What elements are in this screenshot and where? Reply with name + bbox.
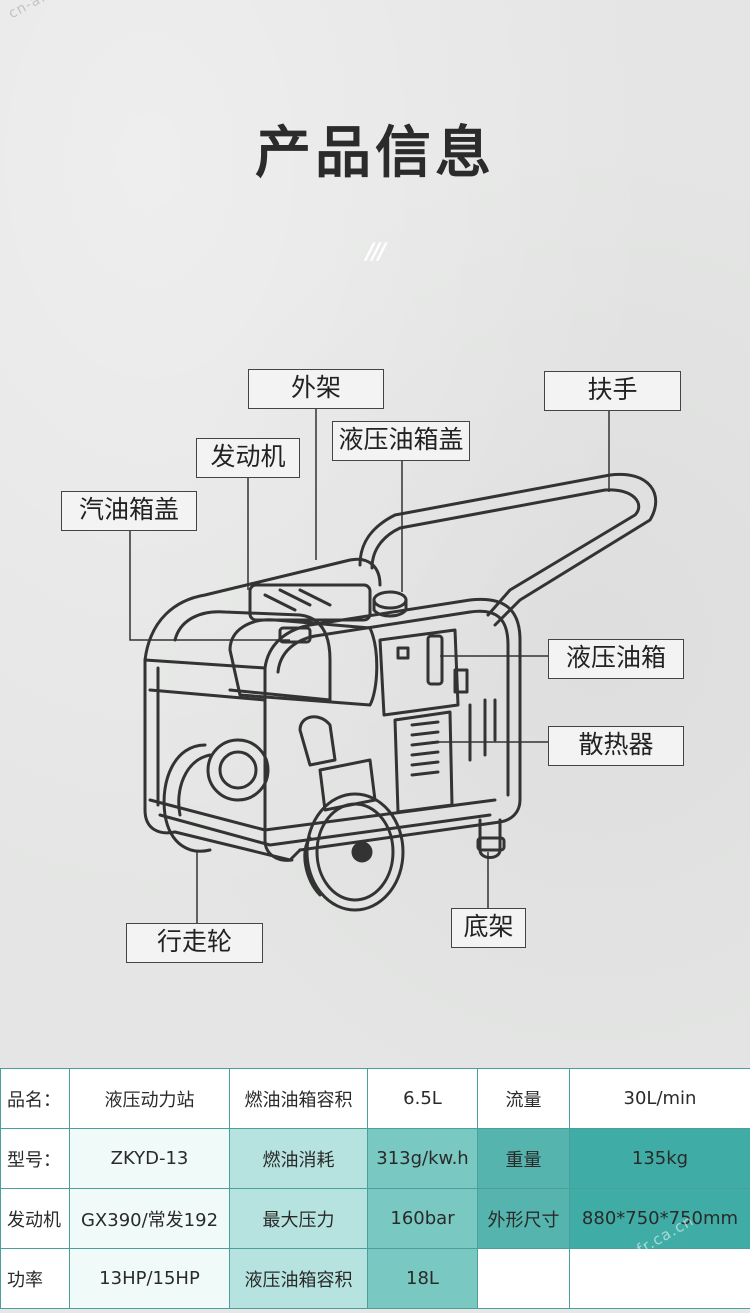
label-engine: 发动机 — [196, 438, 300, 478]
label-wheel: 行走轮 — [126, 923, 263, 963]
spec-cell: 燃油油箱容积 — [229, 1068, 368, 1129]
spec-cell: 6.5L — [367, 1068, 478, 1129]
spec-cell: 135kg — [569, 1128, 750, 1189]
table-row: 型号： ZKYD-13 燃油消耗 313g/kw.h 重量 135kg — [0, 1128, 750, 1189]
spec-cell: 流量 — [477, 1068, 570, 1129]
label-frame: 外架 — [248, 369, 384, 409]
spec-cell: 重量 — [477, 1128, 570, 1189]
table-row: 品名： 液压动力站 燃油油箱容积 6.5L 流量 30L/min — [0, 1068, 750, 1129]
machine-diagram — [129, 407, 658, 924]
spec-cell: GX390/常发192 — [69, 1188, 230, 1249]
spec-cell: 880*750*750mm — [569, 1188, 750, 1249]
spec-cell: ZKYD-13 — [69, 1128, 230, 1189]
spec-cell: 313g/kw.h — [367, 1128, 478, 1189]
spec-cell: 30L/min — [569, 1068, 750, 1129]
spec-cell: 外形尺寸 — [477, 1188, 570, 1249]
spec-cell: 液压油箱容积 — [229, 1248, 368, 1309]
spec-table: 品名： 液压动力站 燃油油箱容积 6.5L 流量 30L/min 型号： ZKY… — [0, 1068, 750, 1309]
label-base: 底架 — [451, 908, 526, 948]
table-row: 功率 13HP/15HP 液压油箱容积 18L — [0, 1248, 750, 1309]
label-fuel-cap: 汽油箱盖 — [61, 491, 197, 531]
spec-cell: 品名： — [0, 1068, 70, 1129]
label-hydraulic-cap: 液压油箱盖 — [332, 421, 470, 461]
label-hydraulic-tank: 液压油箱 — [548, 639, 684, 679]
spec-cell: 型号： — [0, 1128, 70, 1189]
spec-cell: 功率 — [0, 1248, 70, 1309]
spec-cell: 160bar — [367, 1188, 478, 1249]
page-title: 产品信息 — [255, 121, 495, 186]
label-handle: 扶手 — [544, 371, 681, 411]
spec-cell: 13HP/15HP — [69, 1248, 230, 1309]
decor-slashes: /// — [365, 240, 386, 265]
spec-cell — [569, 1248, 750, 1309]
spec-cell — [477, 1248, 570, 1309]
table-row: 发动机 GX390/常发192 最大压力 160bar 外形尺寸 880*750… — [0, 1188, 750, 1249]
spec-cell: 液压动力站 — [69, 1068, 230, 1129]
spec-cell: 燃油消耗 — [229, 1128, 368, 1189]
spec-cell: 最大压力 — [229, 1188, 368, 1249]
label-radiator: 散热器 — [548, 726, 684, 766]
spec-cell: 发动机 — [0, 1188, 70, 1249]
spec-cell: 18L — [367, 1248, 478, 1309]
